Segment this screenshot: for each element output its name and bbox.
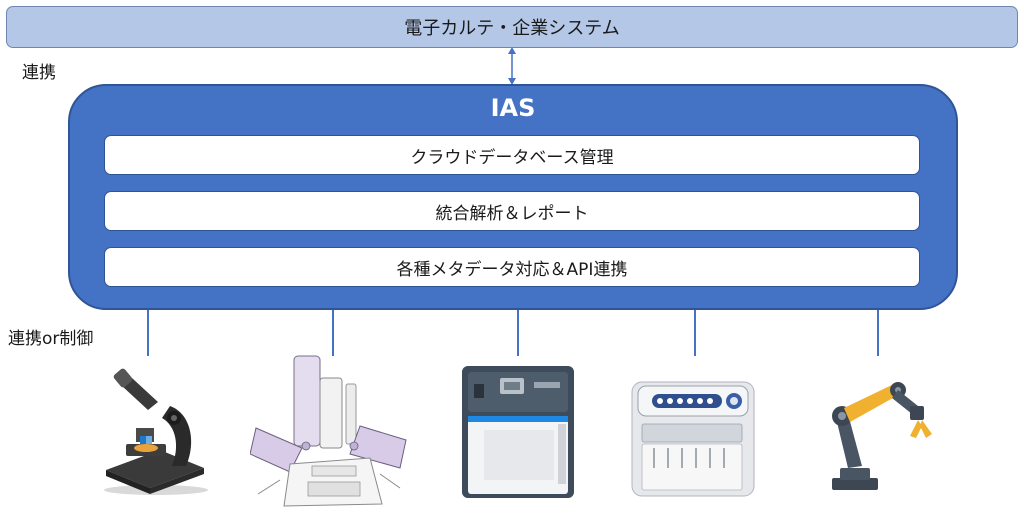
enterprise-system-label: 電子カルテ・企業システム: [404, 18, 620, 39]
module-integrated-analysis: 統合解析＆レポート: [104, 191, 920, 231]
connector-line-mass-spec: [332, 310, 334, 356]
robot-arm-icon: [832, 382, 932, 490]
enterprise-system-bar: 電子カルテ・企業システム: [6, 6, 1018, 48]
link-label-top: 連携: [22, 63, 56, 83]
module-label: 統合解析＆レポート: [435, 203, 589, 224]
connector-line-microscope: [147, 310, 149, 356]
liquid-handler-icon: [631, 381, 755, 497]
microscope-icon: [104, 368, 208, 495]
connector-line-analyzer: [517, 310, 519, 356]
link-label-bottom: 連携or制御: [8, 329, 94, 349]
bidirectional-arrow: [508, 47, 516, 85]
connector-line-robot-arm: [877, 310, 879, 356]
ias-title: IAS: [490, 94, 536, 122]
module-label: クラウドデータベース管理: [410, 147, 614, 168]
ias-platform-box: IAS クラウドデータベース管理 統合解析＆レポート 各種メタデータ対応＆API…: [68, 84, 958, 310]
module-cloud-database: クラウドデータベース管理: [104, 135, 920, 175]
connector-line-liquid-handler: [694, 310, 696, 356]
module-label: 各種メタデータ対応＆API連携: [396, 259, 628, 280]
module-metadata-api: 各種メタデータ対応＆API連携: [104, 247, 920, 287]
analyzer-instrument-icon: [462, 366, 574, 498]
mass-spectrometer-icon: [250, 355, 407, 507]
